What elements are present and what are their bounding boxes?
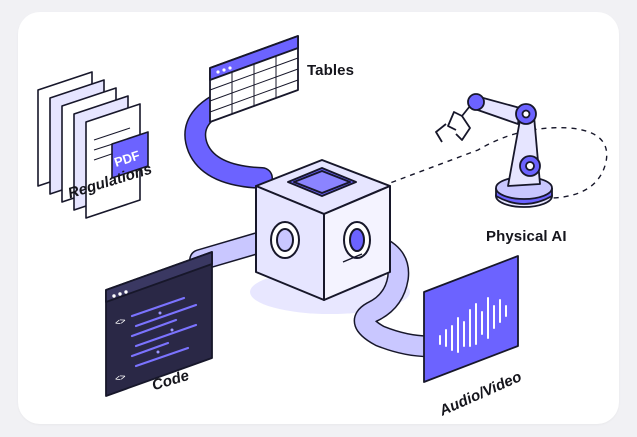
regulations-documents	[37, 71, 149, 219]
tables-label: Tables	[307, 62, 355, 79]
robot-dashed-connector	[381, 126, 608, 199]
hub-cube	[255, 159, 391, 301]
robot-arm	[435, 93, 553, 208]
code-glyph-top: <>	[114, 316, 128, 329]
audio-video-panel	[423, 255, 519, 383]
code-glyph-bottom: <>	[114, 372, 128, 385]
tables-window	[209, 35, 299, 123]
code-window	[105, 251, 213, 397]
physical-ai-label: Physical AI	[486, 228, 567, 245]
